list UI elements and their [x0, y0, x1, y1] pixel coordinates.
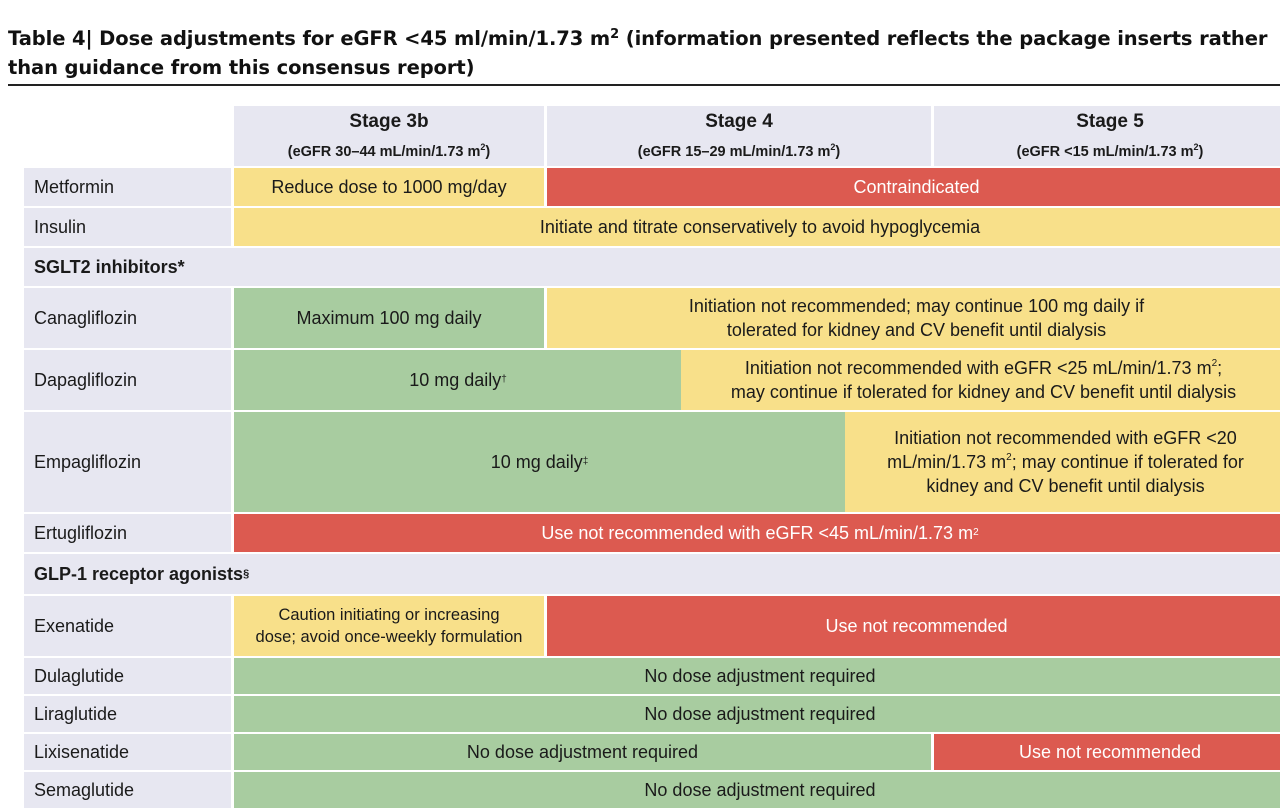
liraglutide-all-stages-cell: No dose adjustment required	[234, 696, 1280, 732]
section-label: SGLT2 inhibitors	[34, 257, 178, 277]
row-label-lixisenatide: Lixisenatide	[24, 734, 231, 770]
header-range-close: )	[485, 143, 491, 160]
cell-text-a: Initiation not recommended with eGFR <25…	[744, 358, 1212, 378]
row-label-empagliflozin: Empagliflozin	[24, 412, 231, 512]
metformin-stage4-5-cell: Contraindicated	[547, 168, 1280, 206]
row-label-metformin: Metformin	[24, 168, 231, 206]
header-stage-3b: Stage 3b (eGFR 30–44 mL/min/1.73 m2)	[234, 106, 544, 166]
cell-text: Initiation not recommended with eGFR <25…	[731, 356, 1236, 404]
table-title-text: Table 4| Dose adjustments for eGFR <45 m…	[8, 27, 611, 50]
row-label-insulin: Insulin	[24, 208, 231, 246]
header-stage-range: (eGFR <15 mL/min/1.73 m2)	[1017, 137, 1204, 162]
header-stage-range: (eGFR 30–44 mL/min/1.73 m2)	[288, 137, 490, 162]
header-range-text: (eGFR <15 mL/min/1.73 m	[1016, 143, 1194, 160]
section-label: GLP-1 receptor agonists	[34, 564, 244, 584]
header-range-sup: 2	[830, 142, 836, 153]
cell-sup: 2	[1006, 452, 1012, 463]
section-footnote-mark: *	[177, 257, 185, 277]
section-footnote-mark: §	[243, 568, 250, 580]
header-range-sup: 2	[480, 142, 486, 153]
table-title: Table 4| Dose adjustments for eGFR <45 m…	[8, 20, 1272, 82]
metformin-stage3b-cell: Reduce dose to 1000 mg/day	[234, 168, 544, 206]
cell-text: 10 mg daily	[490, 452, 583, 472]
lixisenatide-stage3b-4-cell: No dose adjustment required	[234, 734, 931, 770]
exenatide-stage3b-cell: Caution initiating or increasing dose; a…	[234, 596, 544, 656]
empagliflozin-yellow-cell: Initiation not recommended with eGFR <20…	[845, 412, 1280, 512]
cell-text: 10 mg daily	[409, 370, 502, 390]
cell-text: Initiation not recommended with eGFR <20…	[887, 426, 1244, 498]
title-rule	[8, 84, 1280, 86]
header-range-text: (eGFR 30–44 mL/min/1.73 m	[287, 143, 481, 160]
table-title-text-rest: (information presented reflects the pack…	[8, 27, 1268, 79]
header-range-sup: 2	[1193, 142, 1199, 153]
header-corner	[24, 106, 231, 166]
cell-sup: 2	[1211, 358, 1218, 369]
header-stage-5: Stage 5 (eGFR <15 mL/min/1.73 m2)	[934, 106, 1280, 166]
section-header-glp1: GLP-1 receptor agonists§	[24, 554, 1280, 594]
canagliflozin-stage4-5-cell: Initiation not recommended; may continue…	[547, 288, 1280, 348]
dapagliflozin-green-cell: 10 mg daily†	[234, 350, 682, 410]
dapagliflozin-yellow-cell: Initiation not recommended with eGFR <25…	[681, 350, 1280, 410]
cell-text-a: Initiation not recommended with eGFR <20…	[887, 428, 1237, 472]
ertugliflozin-all-stages-cell: Use not recommended with eGFR <45 mL/min…	[234, 514, 1280, 552]
table-title-superscript: 2	[610, 27, 620, 42]
empagliflozin-green-cell: 10 mg daily‡	[234, 412, 845, 512]
row-label-liraglutide: Liraglutide	[24, 696, 231, 732]
row-label-exenatide: Exenatide	[24, 596, 231, 656]
dulaglutide-all-stages-cell: No dose adjustment required	[234, 658, 1280, 694]
row-label-ertugliflozin: Ertugliflozin	[24, 514, 231, 552]
lixisenatide-stage5-cell: Use not recommended	[934, 734, 1280, 770]
cell-text-b: ; may continue if tolerated for kidney a…	[730, 358, 1237, 402]
insulin-all-stages-cell: Initiate and titrate conservatively to a…	[234, 208, 1280, 246]
header-range-close: )	[835, 143, 841, 160]
header-range-close: )	[1198, 143, 1204, 160]
cell-text: Use not recommended with eGFR <45 mL/min…	[541, 523, 974, 543]
header-range-text: (eGFR 15–29 mL/min/1.73 m	[637, 143, 831, 160]
header-stage-label: Stage 4	[705, 111, 773, 133]
canagliflozin-stage3b-cell: Maximum 100 mg daily	[234, 288, 544, 348]
semaglutide-all-stages-cell: No dose adjustment required	[234, 772, 1280, 808]
section-header-sglt2: SGLT2 inhibitors*	[24, 248, 1280, 286]
dose-adjustment-table: Stage 3b (eGFR 30–44 mL/min/1.73 m2) Sta…	[24, 106, 1280, 808]
row-label-dapagliflozin: Dapagliflozin	[24, 350, 231, 410]
row-label-canagliflozin: Canagliflozin	[24, 288, 231, 348]
header-stage-label: Stage 5	[1076, 111, 1144, 133]
cell-text-b: ; may continue if tolerated for kidney a…	[926, 452, 1244, 496]
row-label-dulaglutide: Dulaglutide	[24, 658, 231, 694]
row-label-semaglutide: Semaglutide	[24, 772, 231, 808]
header-stage-4: Stage 4 (eGFR 15–29 mL/min/1.73 m2)	[547, 106, 931, 166]
header-stage-range: (eGFR 15–29 mL/min/1.73 m2)	[638, 137, 840, 162]
header-stage-label: Stage 3b	[349, 111, 429, 133]
exenatide-stage4-5-cell: Use not recommended	[547, 596, 1280, 656]
